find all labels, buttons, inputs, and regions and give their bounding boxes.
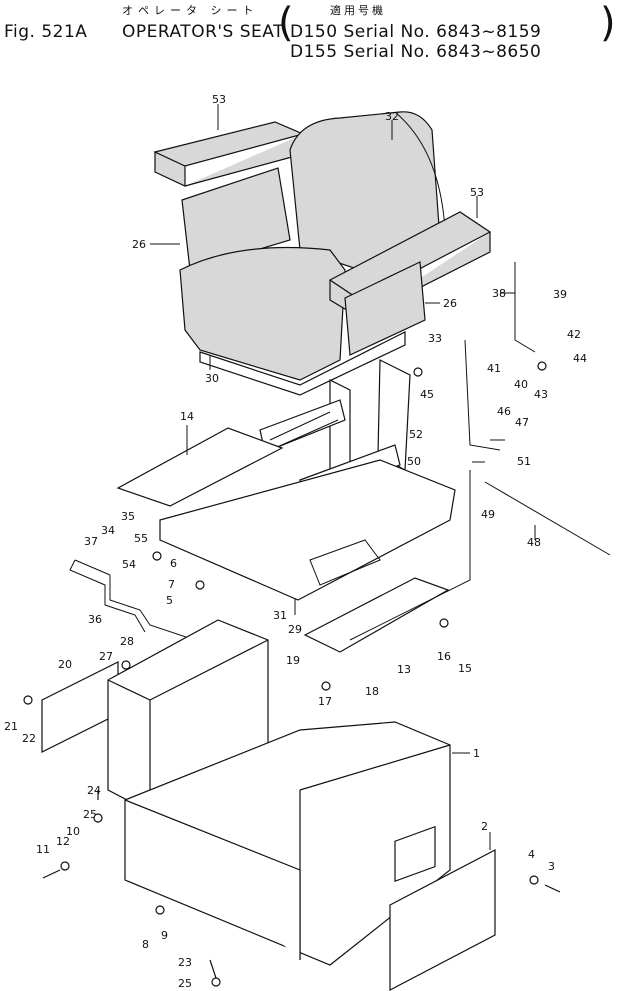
- callout-51: 51: [517, 455, 531, 468]
- callout-33: 33: [428, 332, 442, 345]
- plate-13: [303, 577, 450, 653]
- callout-53a: 53: [212, 93, 226, 106]
- title-japanese: オペレータ シート: [122, 4, 259, 17]
- rod-48: [484, 481, 611, 556]
- callout-26b: 26: [443, 297, 457, 310]
- adjust-linkage: [349, 262, 611, 641]
- callout-14: 14: [180, 410, 194, 423]
- callout-46: 46: [497, 405, 511, 418]
- callout-40: 40: [514, 378, 528, 391]
- callout-4: 4: [528, 848, 535, 861]
- callout-42: 42: [567, 328, 581, 341]
- callout-1: 1: [473, 747, 480, 760]
- base-plate-29: [159, 459, 456, 601]
- callout-23: 23: [178, 956, 192, 969]
- seat-side-panel-left: [181, 167, 291, 271]
- callout-47: 47: [515, 416, 529, 429]
- callout-11: 11: [36, 843, 50, 856]
- callout-13: 13: [397, 663, 411, 676]
- callout-34: 34: [101, 524, 115, 537]
- serial-range-d155: D155 Serial No. 6843~8650: [290, 42, 542, 62]
- seat-assembly: [153, 111, 492, 396]
- callout-37: 37: [84, 535, 98, 548]
- open-paren: (: [278, 0, 294, 46]
- callout-21: 21: [4, 720, 18, 733]
- fasteners: [23, 361, 561, 987]
- callout-55: 55: [134, 532, 148, 545]
- callout-22: 22: [22, 732, 36, 745]
- callout-17: 17: [318, 695, 332, 708]
- callout-30: 30: [205, 372, 219, 385]
- rod-45: [464, 339, 501, 451]
- callout-44: 44: [573, 352, 587, 365]
- serial-range-d150: D150 Serial No. 6843~8159: [290, 22, 542, 42]
- lever-38: [514, 262, 536, 353]
- callout-35: 35: [121, 510, 135, 523]
- rod-36: [69, 559, 196, 641]
- callout-19: 19: [286, 654, 300, 667]
- frame-lower-box: [124, 721, 451, 966]
- callout-18: 18: [365, 685, 379, 698]
- side-plate-20: [41, 661, 119, 753]
- callout-50: 50: [407, 455, 421, 468]
- callout-32: 32: [385, 110, 399, 123]
- callout-8: 8: [142, 938, 149, 951]
- callout-45: 45: [420, 388, 434, 401]
- callout-5: 5: [166, 594, 173, 607]
- callout-49: 49: [481, 508, 495, 521]
- seat-pedestal: [199, 331, 406, 396]
- callout-53b: 53: [470, 186, 484, 199]
- seat-cushion: [179, 246, 346, 381]
- applicability-japanese: 適用号機: [330, 4, 386, 17]
- callout-10: 10: [66, 825, 80, 838]
- callout-9: 9: [161, 929, 168, 942]
- callout-48: 48: [527, 536, 541, 549]
- callout-31: 31: [273, 609, 287, 622]
- callout-labels: 53 32 53 26 26 38 39 42 44 41 40 43 33 3…: [4, 93, 587, 990]
- callout-52: 52: [409, 428, 423, 441]
- seat-side-panel-right: [344, 261, 426, 356]
- leader-lines: [150, 104, 536, 850]
- callout-16: 16: [437, 650, 451, 663]
- main-frame: [107, 619, 451, 966]
- figure-number: Fig. 521A: [4, 22, 88, 42]
- callout-39: 39: [553, 288, 567, 301]
- figure-header: Fig. 521A オペレータ シート 適用号機 OPERATOR'S SEAT…: [0, 0, 623, 70]
- armrest-pad-left: [153, 121, 305, 187]
- callout-6: 6: [170, 557, 177, 570]
- callout-36: 36: [88, 613, 102, 626]
- callout-20: 20: [58, 658, 72, 671]
- frame-cutout: [394, 825, 436, 883]
- cover-plate-2: [389, 849, 496, 991]
- callout-27: 27: [99, 650, 113, 663]
- callout-43: 43: [534, 388, 548, 401]
- callout-24: 24: [87, 784, 101, 797]
- close-paren: ): [600, 0, 616, 46]
- callout-29: 29: [288, 623, 302, 636]
- callout-3: 3: [548, 860, 555, 873]
- plate-14: [116, 427, 284, 507]
- callout-7: 7: [168, 578, 175, 591]
- callout-26a: 26: [132, 238, 146, 251]
- callout-41: 41: [487, 362, 501, 375]
- callout-28: 28: [120, 635, 134, 648]
- seat-back: [289, 111, 441, 271]
- callout-38: 38: [492, 287, 506, 300]
- callout-25b: 25: [178, 977, 192, 990]
- callout-2: 2: [481, 820, 488, 833]
- callout-54: 54: [122, 558, 136, 571]
- callout-15: 15: [458, 662, 472, 675]
- figure-title: OPERATOR'S SEAT: [122, 22, 284, 42]
- callout-12: 12: [56, 835, 70, 848]
